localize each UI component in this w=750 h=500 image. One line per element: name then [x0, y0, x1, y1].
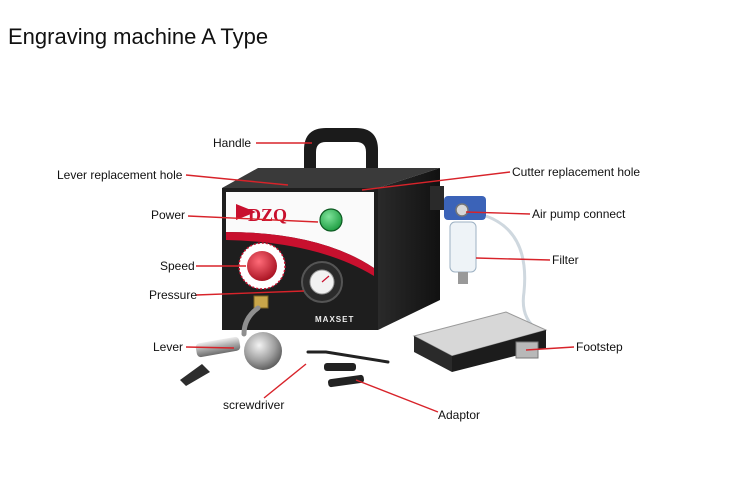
- callout-power: [187, 215, 319, 223]
- air-pump-inlet: [455, 203, 469, 217]
- lever-hose: [241, 305, 261, 337]
- logo-text: DZQ: [248, 205, 287, 225]
- label-lever: Lever: [153, 340, 184, 354]
- footstep-base-side: [452, 330, 546, 372]
- callout-lever-hole: [185, 174, 289, 186]
- label-adaptor: Adaptor: [438, 408, 481, 422]
- callout-footstep: [525, 346, 575, 351]
- label-cutter-replacement-hole: Cutter replacement hole: [512, 165, 641, 179]
- handpiece-ball: [244, 332, 282, 370]
- callout-screwdriver: [263, 363, 307, 399]
- output-fitting: [253, 295, 269, 309]
- allen-key: [306, 350, 390, 364]
- label-speed: Speed: [160, 259, 195, 273]
- machine-side: [378, 168, 440, 330]
- label-handle: Handle: [213, 136, 252, 150]
- callout-adaptor: [355, 379, 439, 413]
- power-button[interactable]: [319, 208, 343, 232]
- handpiece-tip: [180, 364, 210, 386]
- filter-base: [458, 272, 468, 284]
- footstep-base: [414, 336, 452, 372]
- page-title: Engraving machine A Type: [8, 24, 269, 49]
- label-power: Power: [151, 208, 186, 222]
- callout-pressure: [195, 290, 305, 296]
- adaptor-2: [328, 374, 364, 388]
- brand-plate: MAXSET: [315, 315, 354, 324]
- label-air-pump-connect: Air pump connect: [532, 207, 626, 221]
- air-hose: [485, 214, 539, 332]
- side-bracket: [430, 186, 444, 210]
- red-swoosh: [226, 232, 374, 276]
- machine-top: [222, 168, 440, 188]
- carry-handle: [304, 128, 378, 182]
- label-pressure: Pressure: [149, 288, 198, 302]
- pressure-gauge-needle: [321, 275, 330, 283]
- callout-lever: [185, 346, 235, 349]
- speed-knob[interactable]: [247, 251, 277, 281]
- label-footstep: Footstep: [576, 340, 623, 354]
- label-filter: Filter: [552, 253, 579, 267]
- logo-mark: [236, 204, 256, 220]
- adaptor-1: [324, 363, 356, 371]
- callout-air-pump: [465, 211, 531, 215]
- callout-filter: [475, 257, 551, 261]
- label-lever-replacement-hole: Lever replacement hole: [57, 168, 183, 182]
- label-screwdriver: screwdriver: [223, 398, 285, 412]
- filter-cup: [449, 221, 477, 273]
- callout-cutter-hole: [361, 171, 511, 191]
